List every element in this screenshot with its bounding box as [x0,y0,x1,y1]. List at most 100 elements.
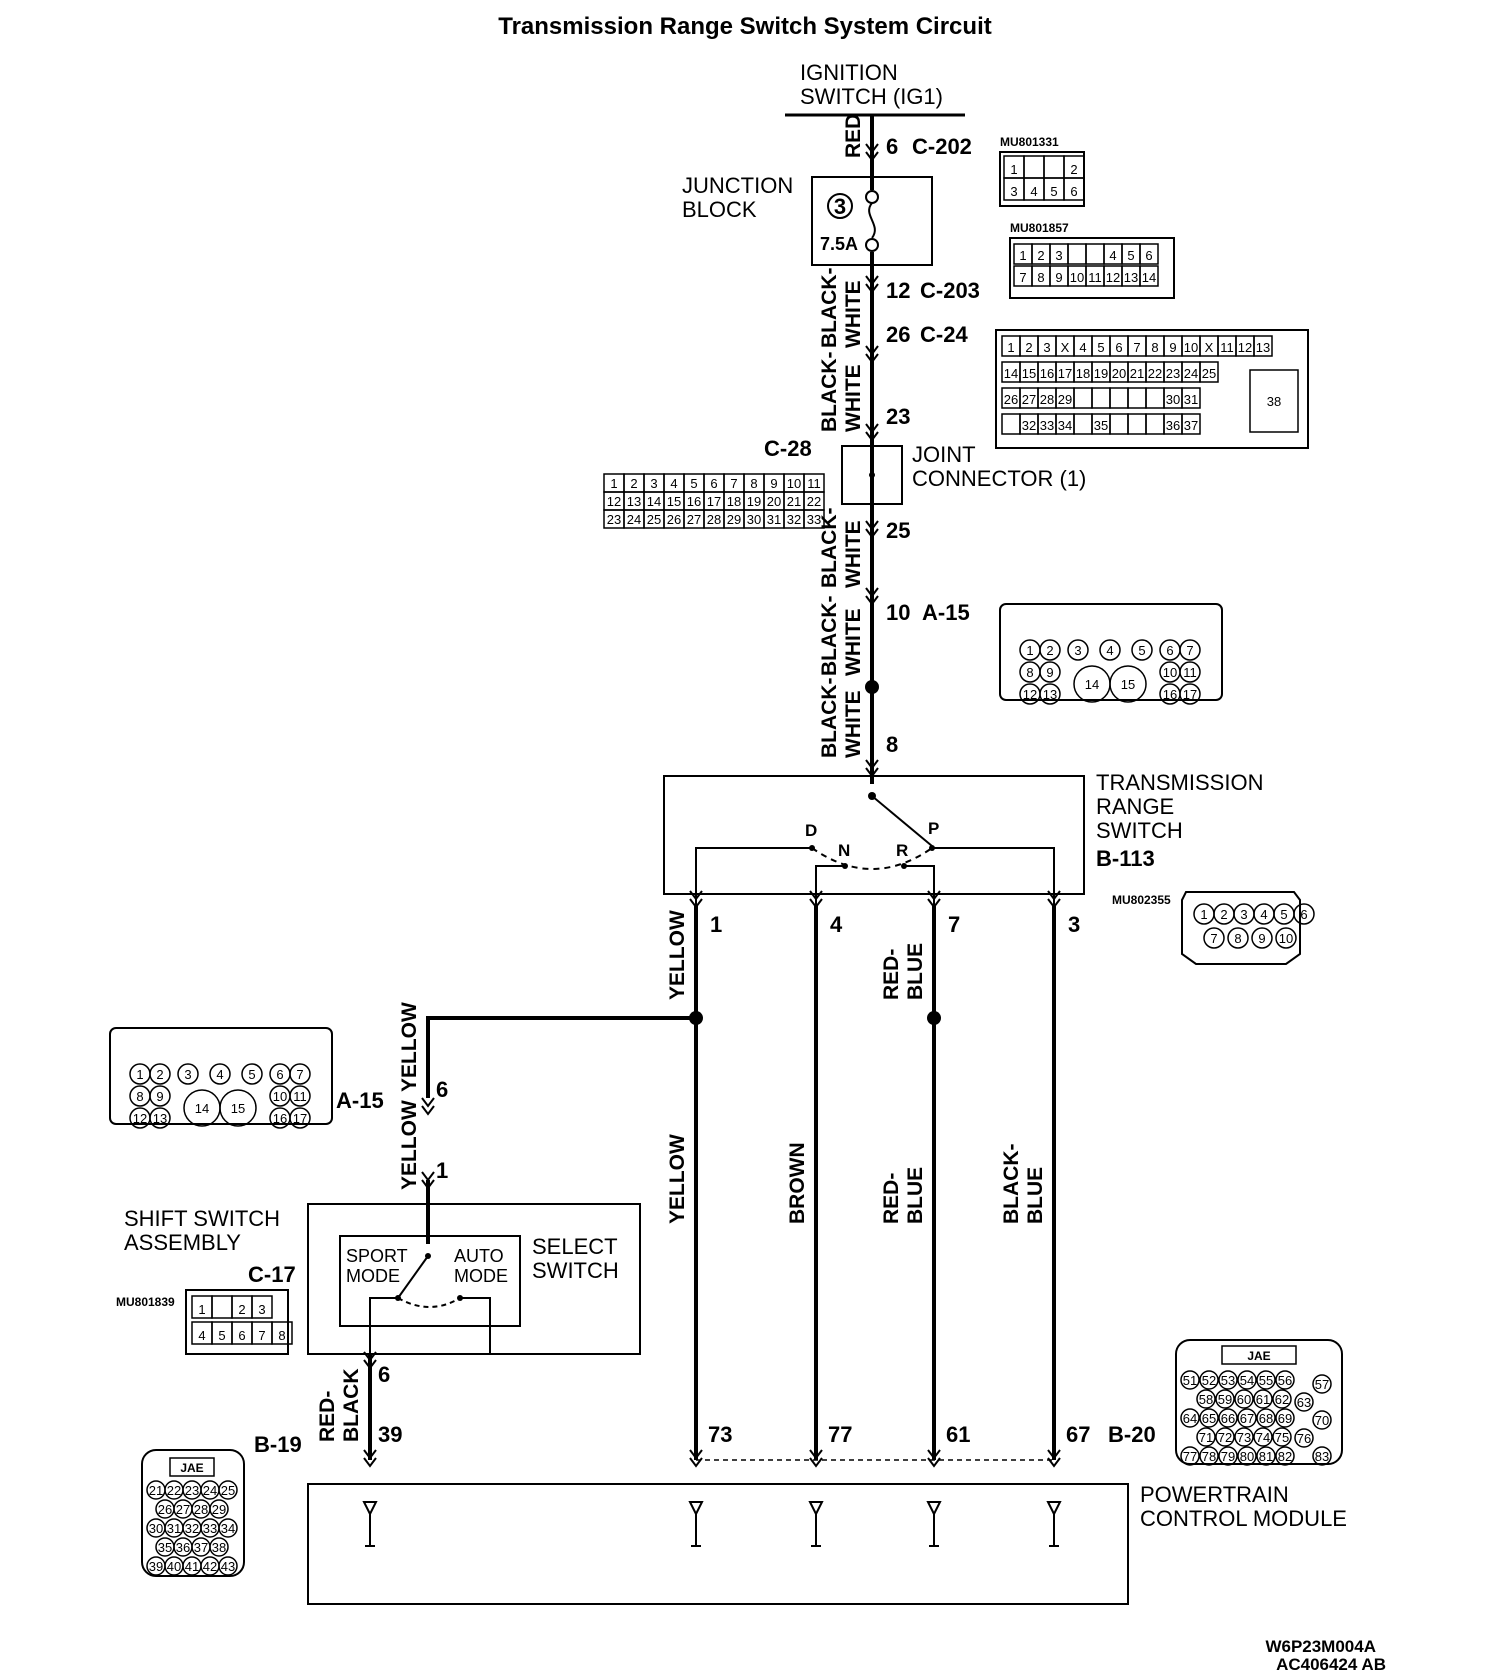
connector-pin-label: 66 [1221,1411,1235,1426]
connector-pin-label: 13 [1124,270,1138,285]
connector-pin-label: 40 [167,1559,181,1574]
wire-label-bw4a: BLACK- [818,596,841,676]
wire-label-bw5b: WHITE [842,690,865,758]
connector-pin-label: 11 [1088,270,1102,285]
connector-pin-label: 1 [1007,340,1014,355]
trs-label-1: TRANSMISSION [1096,770,1263,795]
connector-pin-label: 29 [212,1502,226,1517]
connector-pin-label: 2 [1070,162,1077,177]
connector-pin-label: 3 [1074,643,1081,658]
connector-pin-label: 28 [1040,392,1054,407]
connector-pin-label: 73 [1237,1430,1251,1445]
trs-pos-d: D [805,821,817,840]
connector-pin-label: 76 [1297,1431,1311,1446]
connector-pin-label: 30 [149,1521,163,1536]
wire-label-yellow-3: YELLOW [398,1002,421,1092]
connector-pin-label: 64 [1183,1411,1197,1426]
connector-pin-label: 18 [727,494,741,509]
connector-pin-label: 8 [1151,340,1158,355]
connector-pin-label: 4 [1106,643,1113,658]
pin-a15: 10 [886,600,910,625]
connector-pin-label: 20 [767,494,781,509]
connector-pin-label: 3 [650,476,657,491]
fuse-rating: 7.5A [820,234,858,254]
connector-pin-label: 51 [1183,1373,1197,1388]
main-pin-labels: 6 C-202 12 C-203 26 C-24 23 25 10 A-15 8… [764,134,980,757]
select-switch-label-2: SWITCH [532,1258,619,1283]
connector-pin-label: 14 [195,1101,209,1116]
connector-pin-label: 68 [1259,1411,1273,1426]
connector-pin-label: 81 [1259,1449,1273,1464]
connector-pin-label: 20 [1112,366,1126,381]
connector-pin-label: 5 [1097,340,1104,355]
connector-pin-label: 22 [167,1483,181,1498]
pin-pcm-67: 67 [1066,1422,1090,1447]
pin-trs-4: 4 [830,912,843,937]
diagram-title: Transmission Range Switch System Circuit [498,13,991,40]
wire-label-bw3b: WHITE [842,520,865,588]
connector-pin-label: 35 [1094,418,1108,433]
wire-label-yellow-2: YELLOW [666,1134,689,1224]
pcm-label-2: CONTROL MODULE [1140,1506,1347,1531]
ignition-label-1: IGNITION [800,60,898,85]
connector-pin-label: 15 [231,1101,245,1116]
sport-mode-label-2: MODE [346,1266,400,1286]
pin-c202: 6 [886,134,898,159]
connector-pin-label: 11 [1183,665,1197,680]
figure-code-1: W6P23M004A [1265,1637,1376,1656]
connector-pin-label: 14 [1004,366,1018,381]
connector-pin-label: 32 [1022,418,1036,433]
select-switch-label-1: SELECT [532,1234,618,1259]
connector-pin-label: 25 [647,512,661,527]
joint-connector-label-2: CONNECTOR (1) [912,466,1086,491]
lower-wire-labels: YELLOW YELLOW YELLOW YELLOW RED- BLUE RE… [316,910,1047,1442]
connector-pin-label: 31 [767,512,781,527]
wire-label-bw5a: BLACK- [818,678,841,758]
connector-pin-label: 7 [1019,270,1026,285]
connector-id-c28: C-28 [764,436,812,461]
connector-id-b19: B-19 [254,1432,302,1457]
splice-point-3 [927,1011,941,1025]
wire-label-rb2a: RED- [880,1173,903,1224]
connector-pin-label: 5 [1138,643,1145,658]
splice-point-1 [865,680,879,694]
connector-pin-label: 26 [1004,392,1018,407]
connector-pin-label: 7 [730,476,737,491]
connector-pin-label: 28 [194,1502,208,1517]
connector-pin-label: 1 [136,1067,143,1082]
pin-pcm-73: 73 [708,1422,732,1447]
connector-pin-label: 23 [185,1483,199,1498]
connector-pin-label: 7 [258,1328,265,1343]
connector-id-c24: C-24 [920,322,968,347]
connector-pin-label: 12 [607,494,621,509]
connector-pin-label: 23 [607,512,621,527]
connector-pin-label: 59 [1218,1392,1232,1407]
wire-label-bw2a: BLACK- [818,352,841,432]
connector-pin-label: 5 [218,1328,225,1343]
connector-pin-label: 9 [1169,340,1176,355]
connector-pin-label: 7 [1210,931,1217,946]
connector-pin-label: 2 [1220,907,1227,922]
connector-pin-label: 25 [1202,366,1216,381]
connector-pin-label: 5 [1050,184,1057,199]
connector-pin-label: 4 [1109,248,1116,263]
connector-pin-label: 2 [156,1067,163,1082]
connector-pin-label: 21 [149,1483,163,1498]
connector-pin-label: 27 [687,512,701,527]
connector-pin-label: 6 [1166,643,1173,658]
wire-label-rb1a: RED- [880,949,903,1000]
connector-pin-label: 34 [221,1521,235,1536]
connector-pin-label: 21 [787,494,801,509]
connector-pin-label: 2 [1046,643,1053,658]
connector-pin-label: 4 [1260,907,1267,922]
connector-pin-label: 24 [203,1483,217,1498]
connector-pin-label: 36 [1166,418,1180,433]
wire-label-bw1b: WHITE [842,280,865,348]
connector-pin-label: 37 [1184,418,1198,433]
connector-pin-label: 6 [1300,907,1307,922]
connector-pin-label: 31 [1184,392,1198,407]
connector-pin-label: 71 [1199,1430,1213,1445]
